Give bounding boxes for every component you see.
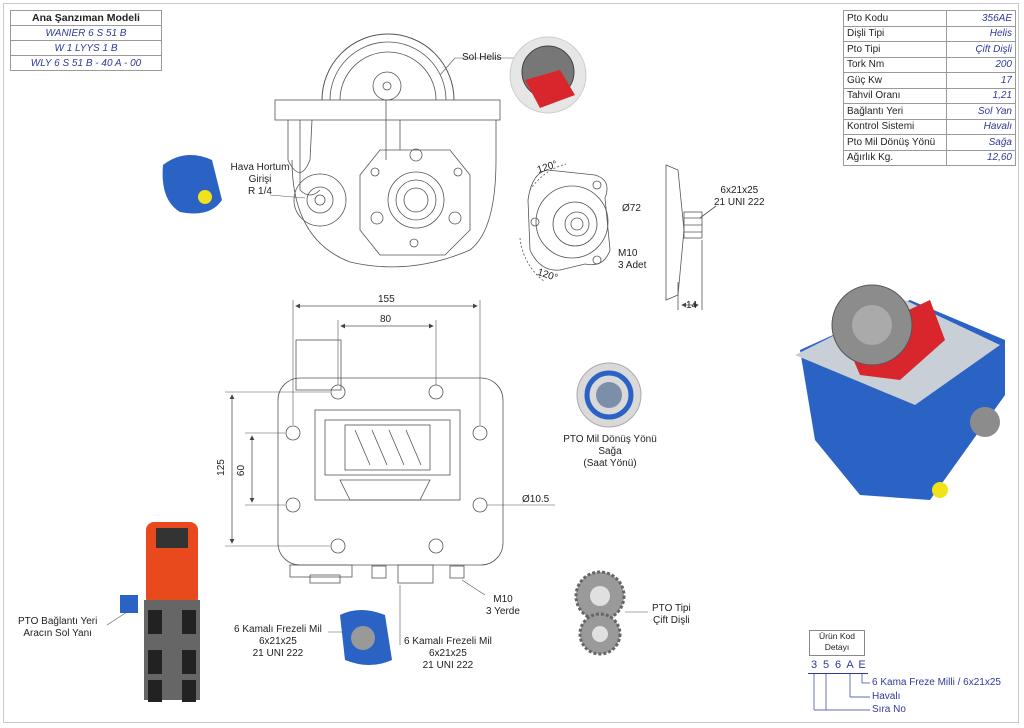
flange-view [519, 163, 611, 283]
m10-adet-label: M10 3 Adet [618, 248, 646, 272]
rotation-line: Sağa [598, 446, 622, 457]
product-code-title: Ürün Kod [819, 631, 855, 641]
kamali-label-right: 6 Kamalı Frezeli Mil 6x21x25 21 UNI 222 [404, 636, 492, 672]
kamali-label-left: 6 Kamalı Frezeli Mil 6x21x25 21 UNI 222 [234, 624, 322, 660]
rotation-line: PTO Mil Dönüş Yönü [563, 434, 657, 445]
m10-yerde-line: 3 Yerde [486, 606, 520, 617]
dim-60-label: 60 [236, 464, 248, 477]
pto-main-photo [795, 284, 1005, 500]
kamali-line: 6x21x25 [429, 648, 467, 659]
m10-yerde-label: M10 3 Yerde [486, 594, 520, 618]
diameter-72-label: Ø72 [622, 203, 641, 214]
truck-photo [120, 522, 200, 702]
spec-value: 12,60 [946, 149, 1016, 166]
dim-d105-label: Ø10.5 [522, 494, 550, 505]
rotation-line: (Saat Yönü) [583, 458, 637, 469]
spline-label: 6x21x25 21 UNI 222 [714, 185, 765, 209]
rotation-label: PTO Mil Dönüş Yönü Sağa (Saat Yönü) [560, 434, 660, 470]
m10-line: 3 Adet [618, 260, 647, 271]
pto-tipi-line: Çift Dişli [653, 615, 690, 626]
code-note-seq: Sıra No [872, 704, 906, 715]
baglanti-line: Aracın Sol Yanı [23, 628, 92, 639]
pto-tipi-label: PTO Tipi Çift Dişli [652, 603, 691, 627]
code-letter: 3 [808, 659, 820, 674]
pto-front-view [225, 300, 555, 584]
kamali-line: 21 UNI 222 [252, 648, 304, 659]
pto-tipi-line: PTO Tipi [652, 603, 691, 614]
model-table: Ana Şanzıman Modeli WANIER 6 S 51 B W 1 … [10, 10, 162, 71]
sol-helis-photo [509, 36, 587, 114]
spline-line: 6x21x25 [720, 185, 759, 196]
hava-line: R 1/4 [248, 186, 272, 197]
shaft-photo [340, 610, 392, 665]
product-code-box: Ürün Kod Detayı [809, 630, 865, 656]
air-inlet-photo [162, 155, 222, 214]
sol-helis-label: Sol Helis [462, 52, 502, 63]
baglanti-label: PTO Bağlantı Yeri Aracın Sol Yanı [18, 616, 97, 640]
double-gear-photo [574, 570, 626, 656]
hava-line: Girişi [248, 174, 272, 185]
m10-line: M10 [618, 248, 638, 259]
dim-155-label: 155 [378, 294, 395, 305]
kamali-line: 21 UNI 222 [422, 660, 474, 671]
dim-14-label: 14 [686, 300, 698, 311]
m10-yerde-line: M10 [493, 594, 513, 605]
spline-line: 21 UNI 222 [714, 197, 765, 208]
pto-top-view [274, 33, 501, 268]
code-letter: 5 [820, 659, 832, 674]
dim-125-label: 125 [215, 459, 227, 476]
hava-hortum-label: Hava Hortum Girişi R 1/4 [225, 162, 295, 198]
dim-80-label: 80 [380, 314, 392, 325]
product-code-title: Detayı [824, 642, 850, 652]
code-note-e: 6 Kama Freze Milli / 6x21x25 [872, 677, 1001, 688]
page-frame [3, 3, 1019, 723]
code-note-a: Havalı [872, 691, 901, 702]
model-row: WLY 6 S 51 B - 40 A - 00 [10, 55, 162, 71]
rotation-symbol [576, 362, 642, 428]
code-letter: A [844, 659, 856, 674]
spec-row: Ağırlık Kg.12,60 [843, 149, 1016, 166]
kamali-line: 6 Kamalı Frezeli Mil [234, 624, 322, 635]
spec-key: Ağırlık Kg. [843, 149, 947, 166]
kamali-line: 6x21x25 [259, 636, 297, 647]
code-letter: E [856, 659, 868, 674]
kamali-line: 6 Kamalı Frezeli Mil [404, 636, 492, 647]
baglanti-line: PTO Bağlantı Yeri [18, 616, 98, 627]
shaft-side-view [665, 164, 717, 310]
hava-line: Hava Hortum [230, 162, 290, 173]
code-letter: 6 [832, 659, 844, 674]
